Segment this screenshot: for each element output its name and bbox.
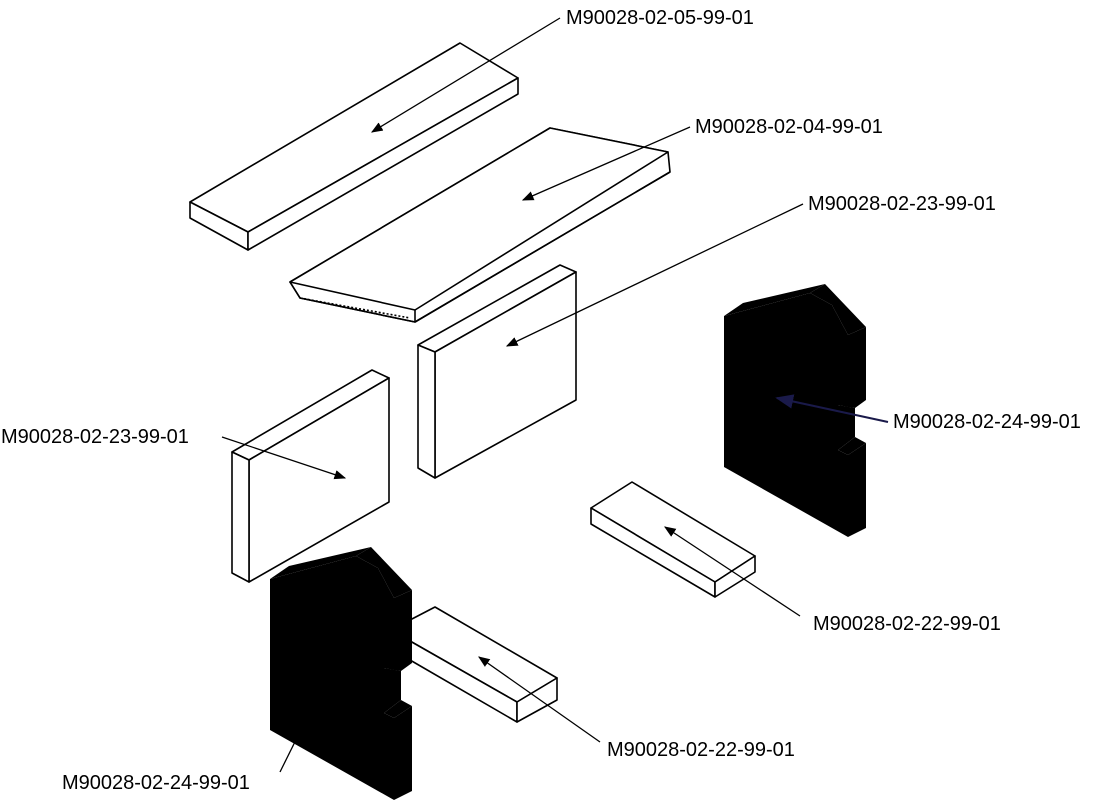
leader-back-panel-center (505, 203, 804, 347)
leader-back-panel-left (221, 436, 347, 480)
leader-side-gable-right (775, 394, 889, 423)
part-baffle-board (289, 127, 671, 323)
part-bottom-block-left (409, 606, 558, 723)
part-label-baffle-board: M90028-02-04-99-01 (695, 116, 883, 138)
part-side-gable-right (724, 284, 866, 537)
part-label-back-panel-center: M90028-02-23-99-01 (808, 193, 996, 215)
part-top-board (189, 42, 519, 251)
part-label-top-board: M90028-02-05-99-01 (566, 7, 754, 29)
part-back-panel-center (417, 264, 577, 479)
leader-bottom-block-right (664, 526, 801, 617)
part-side-gable-left (270, 547, 412, 800)
leader-bottom-block-left (478, 656, 601, 743)
part-label-back-panel-left: M90028-02-23-99-01 (1, 426, 189, 448)
leader-top-board (370, 17, 561, 133)
part-bottom-block-right (590, 481, 756, 598)
leader-side-gable-left (279, 649, 341, 773)
part-label-bottom-block-left: M90028-02-22-99-01 (607, 739, 795, 761)
part-label-bottom-block-right: M90028-02-22-99-01 (813, 613, 1001, 635)
part-label-side-gable-right: M90028-02-24-99-01 (893, 411, 1081, 433)
leader-lines (221, 17, 889, 773)
leader-baffle-board (521, 126, 691, 201)
part-back-panel-left (231, 369, 390, 583)
part-label-side-gable-left: M90028-02-24-99-01 (62, 772, 250, 794)
